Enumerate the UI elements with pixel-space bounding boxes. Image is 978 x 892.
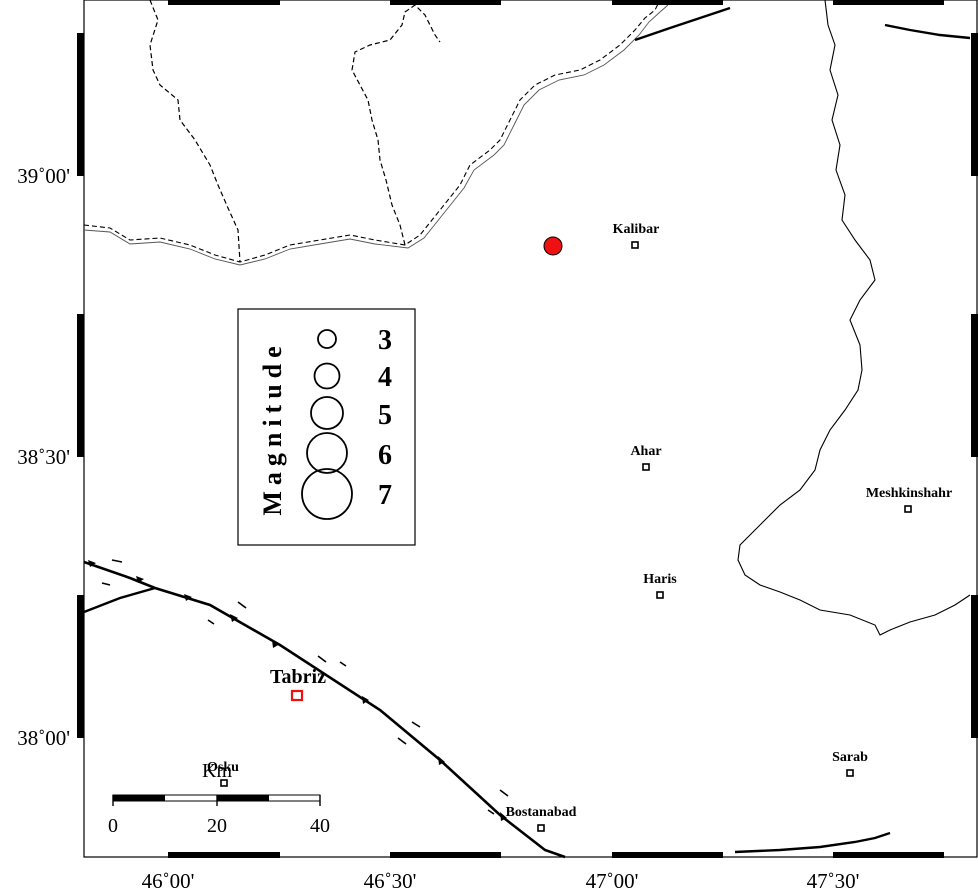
legend-title: Magnitude bbox=[258, 340, 287, 515]
legend-circle-5 bbox=[310, 396, 344, 430]
city-marker-kalibar bbox=[631, 241, 639, 249]
lat-tick-38-30: 38˚30' bbox=[17, 445, 70, 469]
city-label-sarab: Sarab bbox=[832, 750, 868, 765]
legend-value-7: 7 bbox=[378, 480, 392, 511]
slip-arrows bbox=[101, 559, 509, 815]
city-marker-tabriz bbox=[290, 689, 304, 702]
legend-value-4: 4 bbox=[378, 362, 392, 393]
faults bbox=[83, 6, 971, 859]
lat-tick-39-00: 39˚00' bbox=[17, 164, 70, 188]
lon-tick-47-30: 47˚30' bbox=[807, 869, 860, 892]
city-marker-ahar bbox=[642, 463, 650, 471]
magnitude-legend: Magnitude 3 4 5 6 7 bbox=[237, 308, 416, 546]
map-frame bbox=[77, 0, 978, 858]
earthquake-epicenter bbox=[543, 236, 563, 256]
dashed-border-west bbox=[149, 0, 241, 263]
lon-tick-46-30: 46˚30' bbox=[364, 869, 417, 892]
aras-river bbox=[83, 4, 669, 266]
scale-bar: Km 0 20 40 bbox=[108, 760, 330, 837]
city-label-bostanabad: Bostanabad bbox=[506, 805, 577, 820]
borders bbox=[83, 0, 971, 636]
province-boundary-east bbox=[737, 0, 971, 636]
lat-tick-38-00: 38˚00' bbox=[17, 726, 70, 750]
south-fault bbox=[734, 831, 891, 854]
legend-value-5: 5 bbox=[378, 400, 392, 431]
legend-circle-4 bbox=[313, 362, 341, 390]
city-label-kalibar: Kalibar bbox=[613, 222, 660, 237]
fault-teeth bbox=[88, 560, 507, 821]
north-fault-ne bbox=[634, 6, 731, 42]
legend-circle-7 bbox=[301, 468, 353, 520]
scale-label-0: 0 bbox=[108, 815, 118, 837]
tabriz-fault bbox=[83, 560, 566, 859]
city-marker-sarab bbox=[846, 769, 854, 777]
scale-label-20: 20 bbox=[207, 815, 227, 837]
city-marker-meshkinshahr bbox=[904, 505, 912, 513]
city-label-haris: Haris bbox=[643, 572, 677, 587]
scale-label-40: 40 bbox=[310, 815, 330, 837]
legend-circle-3 bbox=[317, 329, 337, 349]
dashed-border-central bbox=[351, 4, 441, 246]
city-marker-bostanabad bbox=[537, 824, 545, 832]
city-marker-haris bbox=[656, 591, 664, 599]
lon-tick-46-00: 46˚00' bbox=[142, 869, 195, 892]
legend-circle-6 bbox=[306, 432, 348, 474]
lon-tick-47-00: 47˚00' bbox=[586, 869, 639, 892]
scale-unit: Km bbox=[202, 760, 232, 782]
tabriz-fault-splay bbox=[83, 586, 156, 614]
city-label-osku: Osku bbox=[207, 760, 239, 775]
city-markers bbox=[220, 241, 912, 832]
dashed-border-north bbox=[83, 0, 661, 263]
legend-value-6: 6 bbox=[378, 440, 392, 471]
city-marker-osku bbox=[220, 779, 228, 787]
city-label-ahar: Ahar bbox=[630, 444, 661, 459]
legend-value-3: 3 bbox=[378, 325, 392, 356]
north-fault-nw bbox=[884, 23, 971, 40]
city-label-tabriz: Tabriz bbox=[270, 666, 326, 688]
city-label-meshkinshahr: Meshkinshahr bbox=[866, 486, 952, 501]
